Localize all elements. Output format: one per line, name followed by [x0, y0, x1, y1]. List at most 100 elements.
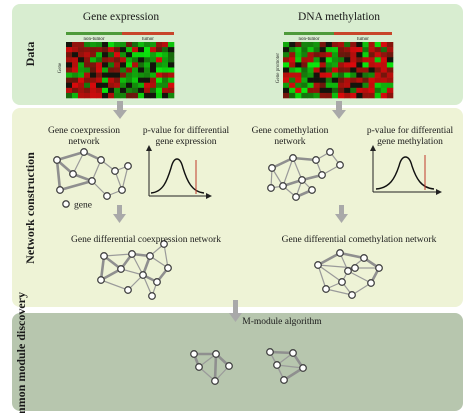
heatmap-cell: [156, 52, 163, 58]
gene-node: [360, 254, 368, 262]
heatmap-cell: [368, 42, 375, 48]
gene-coexpression-network: [53, 148, 132, 200]
heatmap-cell: [84, 57, 91, 63]
gene-node: [314, 261, 322, 269]
arrow-data-to-coexpression: [113, 101, 127, 119]
heatmap-cell: [72, 47, 79, 53]
non-tumor-bar-expression: [66, 32, 122, 35]
network-edge: [347, 270, 372, 284]
heatmap-cell: [356, 77, 363, 84]
gene-node: [225, 362, 233, 370]
heatmap-cell: [138, 67, 145, 73]
heatmap-cell: [283, 42, 290, 48]
heatmap-cell: [66, 42, 73, 48]
coexpression-network-label-line1: Gene coexpression: [48, 126, 120, 136]
heatmap-cell: [283, 82, 290, 89]
pvalue-expression-curve: [150, 158, 205, 194]
heatmap-cell: [144, 87, 151, 94]
differential-coexpression-network: [97, 240, 172, 300]
heatmap-cell: [362, 87, 369, 94]
heatmap-cell: [84, 42, 91, 48]
heatmap-cell: [307, 92, 314, 99]
heatmap-cell: [313, 92, 320, 99]
heatmap-cell: [331, 77, 339, 84]
heatmap-cell: [144, 47, 151, 53]
heatmap-cell: [331, 87, 339, 94]
heatmap-cell: [78, 92, 85, 99]
heatmap-cell: [78, 62, 85, 68]
heatmap-cell: [374, 57, 382, 63]
heatmap-cell: [108, 62, 115, 68]
heatmap-cell: [78, 67, 85, 73]
heatmap-cell: [313, 42, 320, 48]
heatmap-cell: [295, 77, 302, 84]
pvalue-expression-plot: [146, 145, 212, 199]
heatmap-cell: [325, 62, 333, 68]
heatmap-cell: [374, 47, 382, 53]
gene-expression-title: Gene expression: [83, 11, 160, 23]
heatmap-cell: [380, 67, 388, 73]
heatmap-cell: [374, 52, 382, 58]
gene-node: [322, 285, 330, 293]
heatmap-cell: [126, 57, 133, 63]
gene-node: [146, 252, 154, 260]
heatmap-cell: [368, 47, 375, 53]
heatmap-cell: [90, 62, 97, 68]
heatmap-cell: [325, 72, 333, 78]
heatmap-cell: [319, 57, 327, 63]
heatmap-cell: [319, 82, 327, 89]
heatmap-cell: [356, 92, 363, 99]
heatmap-cell: [138, 52, 145, 58]
heatmap-cell: [102, 82, 109, 89]
heatmap-cell: [78, 87, 85, 94]
heatmap-cell: [156, 92, 163, 99]
heatmap-cell: [120, 92, 127, 99]
common-module-band: [12, 313, 463, 411]
heatmap-cell: [338, 67, 345, 73]
pvalue-methylation-label-line2: gene methylation: [377, 137, 443, 147]
heatmap-cell: [307, 87, 314, 94]
heatmap-cell: [156, 82, 163, 89]
heatmap-cell: [144, 92, 151, 99]
heatmap-cell: [362, 82, 369, 89]
heatmap-cell: [380, 92, 388, 99]
gene-node: [80, 148, 88, 156]
heatmap-cell: [78, 82, 85, 89]
heatmap-cell: [150, 47, 157, 53]
heatmap-cell: [126, 82, 133, 89]
heatmap-cell: [78, 72, 85, 78]
heatmap-cell: [108, 42, 115, 48]
heatmap-cell: [138, 62, 145, 68]
heatmap-cell: [386, 72, 394, 78]
heatmap-cell: [66, 92, 73, 99]
heatmap-cell: [338, 77, 345, 84]
heatmap-cell: [120, 82, 127, 89]
heatmap-cell: [344, 62, 351, 68]
heatmap-cell: [96, 72, 103, 78]
heatmap-cell: [144, 52, 151, 58]
heatmap-cell: [362, 92, 369, 99]
heatmap-cell: [120, 77, 127, 84]
heatmap-cell: [84, 47, 91, 53]
dna-methylation-title: DNA methylation: [298, 11, 380, 23]
gene-node: [336, 161, 344, 169]
heatmap-cell: [386, 92, 394, 99]
heatmap-cell: [313, 87, 320, 94]
heatmap-cell: [319, 52, 327, 58]
heatmap-cell: [338, 47, 345, 53]
m-module-algorithm-label: M-module algorithm: [242, 317, 322, 327]
network-edge: [100, 279, 129, 291]
heatmap-cell: [66, 67, 73, 73]
heatmap-cell: [356, 67, 363, 73]
heatmap-cell: [374, 87, 382, 94]
heatmap-cell: [301, 87, 308, 94]
heatmap-cell: [374, 42, 382, 48]
heatmap-cell: [380, 77, 388, 84]
heatmap-cell: [319, 87, 327, 94]
gene-node: [212, 350, 220, 358]
heatmap-cell: [66, 52, 73, 58]
heatmap-cell: [72, 42, 79, 48]
heatmap-cell: [386, 77, 394, 84]
tumor-label-expression: tumor: [142, 37, 154, 42]
heatmap-cell: [126, 62, 133, 68]
